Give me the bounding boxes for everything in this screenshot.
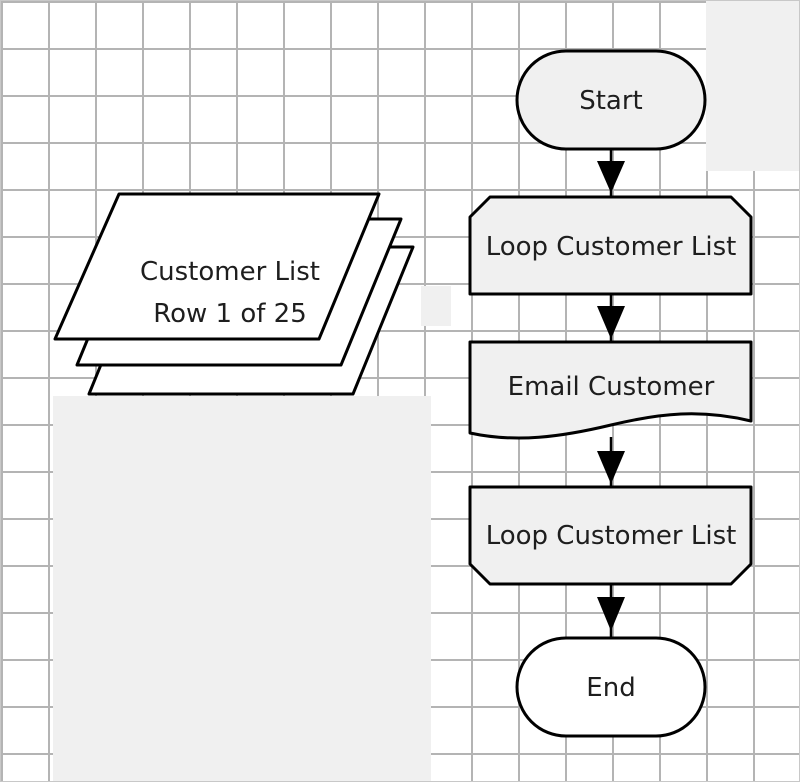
- data-stack: Customer List Row 1 of 25: [53, 192, 415, 396]
- email-customer-label: Email Customer: [508, 372, 715, 402]
- end-shape: [515, 636, 707, 738]
- email-customer-shape: [468, 340, 753, 440]
- background-block-bottom-left: [53, 396, 431, 781]
- end-terminator: End: [515, 636, 707, 738]
- loop-limit-end-shape: [468, 485, 753, 586]
- data-stack-label-line2: Row 1 of 25: [153, 299, 307, 329]
- loop-limit-end-label: Loop Customer List: [486, 521, 737, 551]
- start-shape: [515, 49, 707, 151]
- background-block-right-top: [706, 1, 799, 171]
- loop-limit-end: Loop Customer List: [468, 485, 753, 586]
- arrowhead-2: [597, 306, 625, 339]
- background-block-middle: [421, 286, 451, 326]
- data-stack-label-line1: Customer List: [140, 257, 320, 287]
- arrowhead-4: [597, 597, 625, 631]
- end-label: End: [586, 673, 635, 703]
- arrowhead-3: [597, 451, 625, 484]
- data-stack-front-sheet: [53, 192, 381, 341]
- loop-limit-start-label: Loop Customer List: [486, 232, 737, 262]
- start-terminator: Start: [515, 49, 707, 151]
- start-label: Start: [579, 86, 643, 116]
- loop-limit-start: Loop Customer List: [468, 195, 753, 296]
- arrowhead-1: [597, 161, 625, 193]
- connectors: [597, 149, 625, 638]
- email-customer-document: Email Customer: [468, 340, 753, 440]
- loop-limit-start-shape: [468, 195, 753, 296]
